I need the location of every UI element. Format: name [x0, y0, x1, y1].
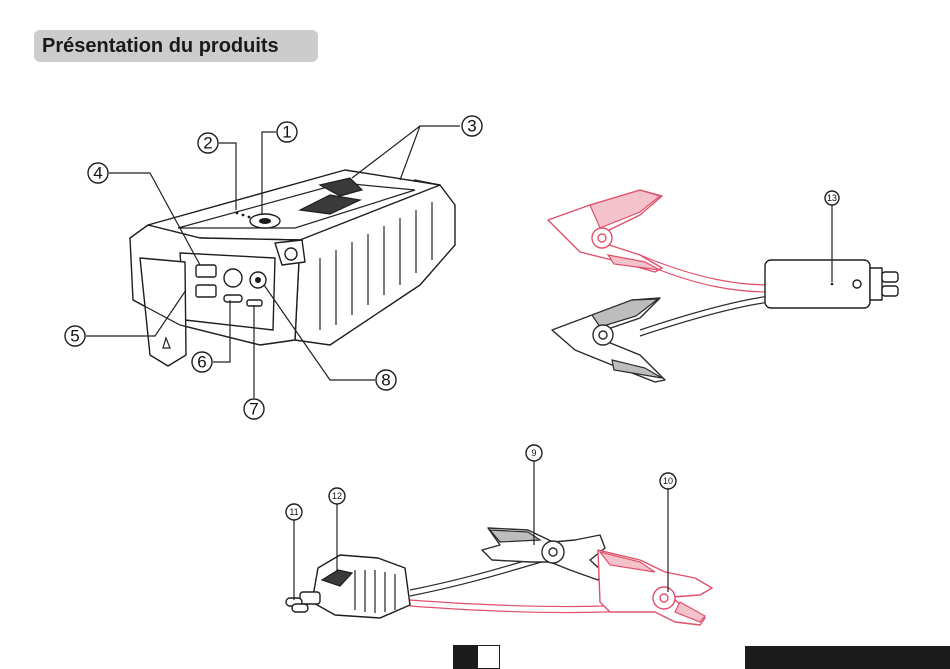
callout-11: 11: [286, 504, 302, 520]
callout-1: 1: [277, 122, 297, 142]
flashlight-icon: [224, 269, 242, 287]
callout-7: 7: [244, 399, 264, 419]
indicator-light-icon: [853, 280, 861, 288]
connector-prong: [882, 272, 898, 282]
indicator-dot: [831, 283, 834, 286]
callout-6: 6: [192, 352, 212, 372]
svg-text:13: 13: [827, 193, 837, 203]
led-indicator-icon: [236, 212, 239, 215]
svg-text:2: 2: [203, 134, 212, 153]
svg-text:10: 10: [663, 476, 673, 486]
clamp-set-smart-cable: [548, 190, 898, 382]
plug-prong: [292, 604, 308, 612]
port-panel: [180, 253, 275, 330]
usb-port-1: [196, 265, 216, 277]
callout-9: 9: [526, 445, 542, 461]
leader-2: [219, 143, 236, 210]
footer-bar: [745, 646, 950, 669]
black-cable: [640, 296, 770, 330]
callout-4: 4: [88, 163, 108, 183]
page-marker-dark: [453, 645, 477, 669]
leader-3: [352, 126, 460, 180]
svg-text:3: 3: [467, 117, 476, 136]
led-indicator-icon: [248, 216, 251, 219]
rubber-cover: [140, 258, 186, 366]
usb-port-2: [196, 285, 216, 297]
svg-text:8: 8: [381, 371, 390, 390]
svg-text:12: 12: [332, 491, 342, 501]
callout-2: 2: [198, 133, 218, 153]
svg-text:9: 9: [531, 448, 536, 458]
callout-3: 3: [462, 116, 482, 136]
usb-c-port: [224, 295, 242, 302]
svg-text:11: 11: [289, 507, 298, 517]
callout-12: 12: [329, 488, 345, 504]
callout-5: 5: [65, 326, 85, 346]
callout-8: 8: [376, 370, 396, 390]
hook-hole: [285, 248, 297, 260]
plug-housing: [300, 592, 320, 604]
svg-text:7: 7: [249, 400, 258, 419]
svg-text:4: 4: [93, 164, 102, 183]
dc-socket-center: [255, 277, 261, 283]
page-marker-light: [477, 645, 500, 669]
svg-text:1: 1: [282, 123, 291, 142]
power-button-icon: [259, 218, 271, 224]
connector-prong: [882, 286, 898, 296]
clamp-set-standard: [286, 528, 712, 625]
jump-starter-device: [130, 170, 455, 366]
led-indicator-icon: [242, 214, 245, 217]
svg-text:6: 6: [197, 353, 206, 372]
callout-10: 10: [660, 473, 676, 489]
callout-13: 13: [825, 191, 839, 205]
svg-text:5: 5: [70, 327, 79, 346]
